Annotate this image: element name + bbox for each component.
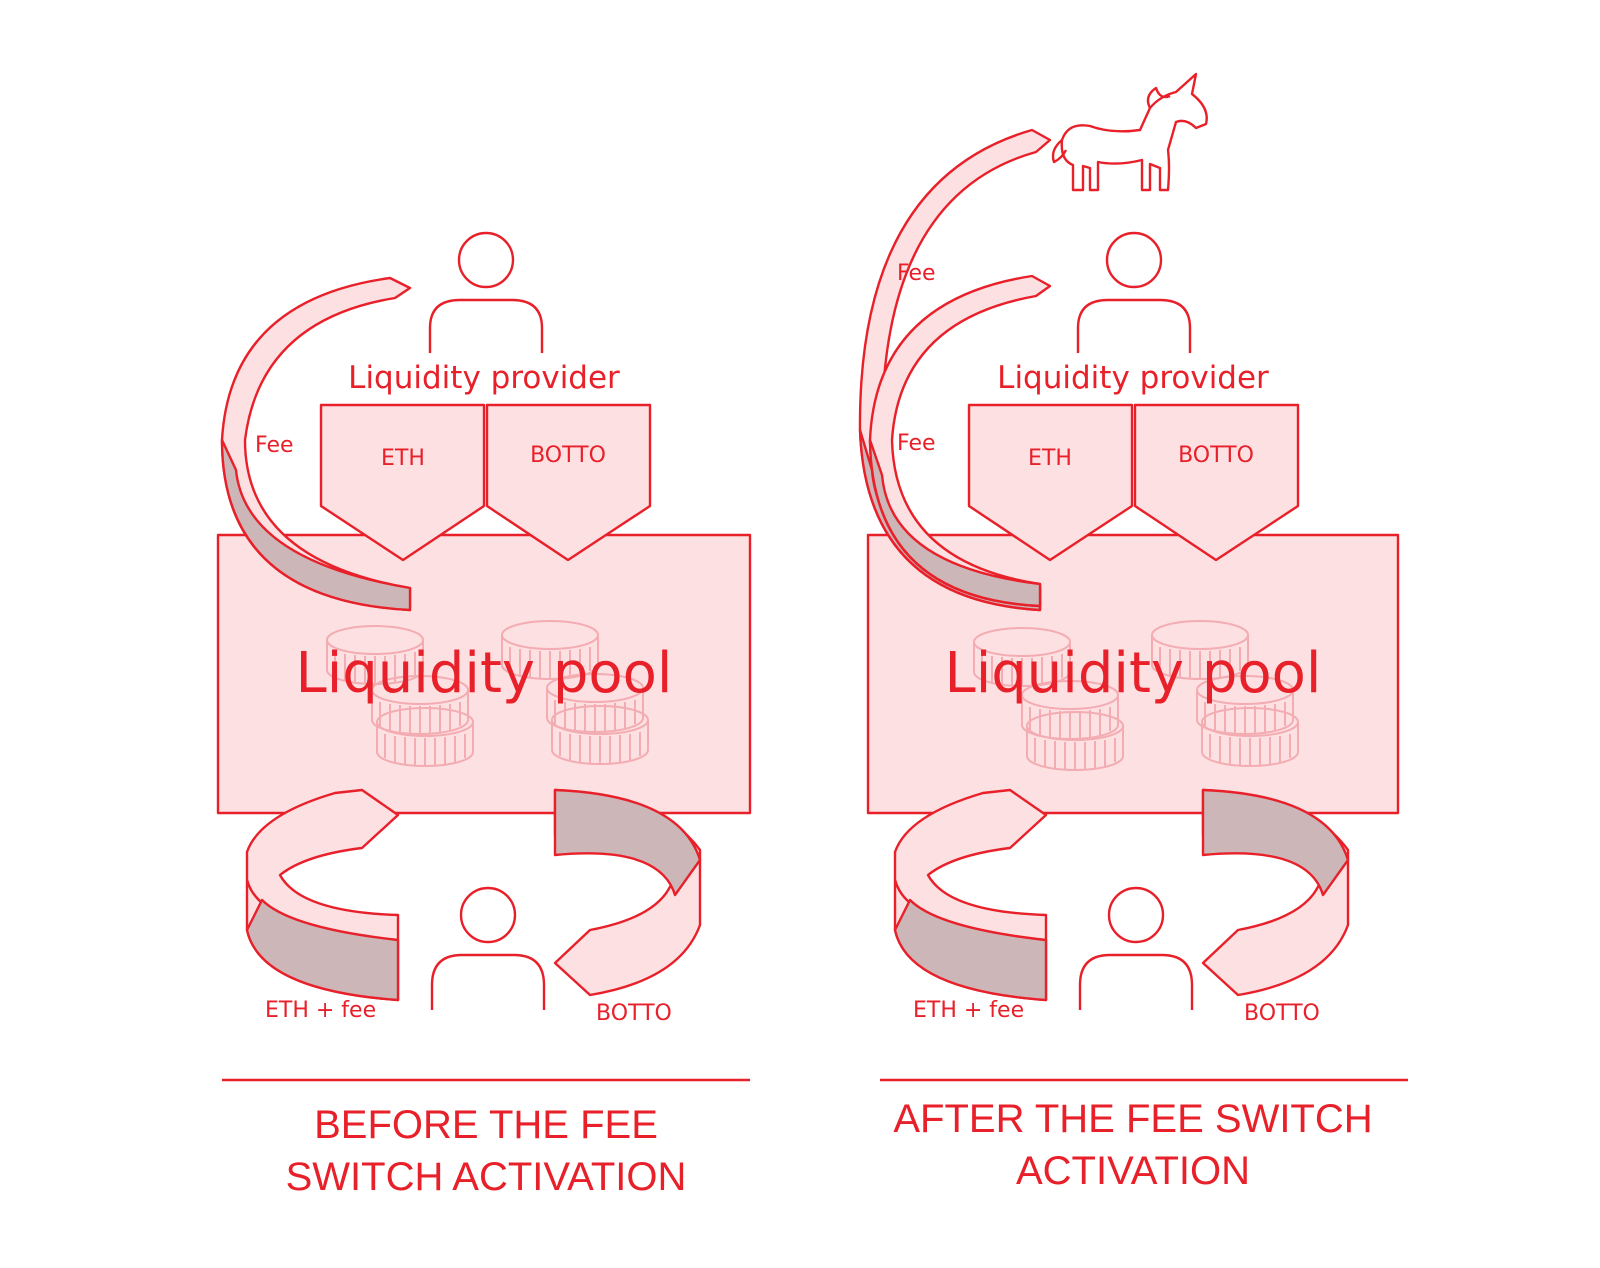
person-icon (1076, 231, 1192, 353)
fee-arrow (220, 276, 412, 612)
fee-label: Fee (897, 431, 936, 456)
provider-label: Liquidity provider (997, 360, 1269, 396)
provider-label: Liquidity provider (348, 360, 620, 396)
caption-line-1: BEFORE THE FEE (314, 1103, 658, 1147)
botto-token-shape (485, 403, 652, 562)
person-icon (430, 886, 546, 1010)
fee-label: Fee (897, 261, 936, 286)
swap-arrow-left (893, 788, 1048, 1002)
pool-label: Liquidity pool (296, 641, 673, 706)
unicorn-icon (1051, 72, 1208, 192)
swap-arrow-left (245, 788, 400, 1002)
swap-arrow-right (1201, 788, 1350, 997)
eth-token-shape (319, 403, 486, 562)
swap-left-label: ETH + fee (265, 998, 376, 1023)
fee-label: Fee (255, 433, 294, 458)
person-icon (1078, 886, 1194, 1010)
caption-line-2: SWITCH ACTIVATION (286, 1155, 687, 1199)
token-botto-label: BOTTO (1178, 443, 1254, 468)
swap-right-label: BOTTO (1244, 1001, 1320, 1026)
token-eth-label: ETH (1028, 446, 1072, 471)
fee-arrow (868, 274, 1052, 608)
pool-label: Liquidity pool (945, 641, 1322, 706)
swap-right-label: BOTTO (596, 1001, 672, 1026)
panel-after: Liquidity pool ETH BOTTO Liquidity provi… (858, 72, 1408, 1193)
botto-token-shape (1133, 403, 1300, 562)
token-botto-label: BOTTO (530, 443, 606, 468)
panel-before: Liquidity pool ETH BOTTO Liquidity provi… (216, 231, 752, 1199)
token-eth-label: ETH (381, 446, 425, 471)
swap-left-label: ETH + fee (913, 998, 1024, 1023)
person-icon (428, 231, 544, 353)
caption-line-2: ACTIVATION (1016, 1149, 1250, 1193)
eth-token-shape (967, 403, 1134, 562)
caption-line-1: AFTER THE FEE SWITCH (893, 1097, 1372, 1141)
swap-arrow-right (553, 788, 702, 997)
